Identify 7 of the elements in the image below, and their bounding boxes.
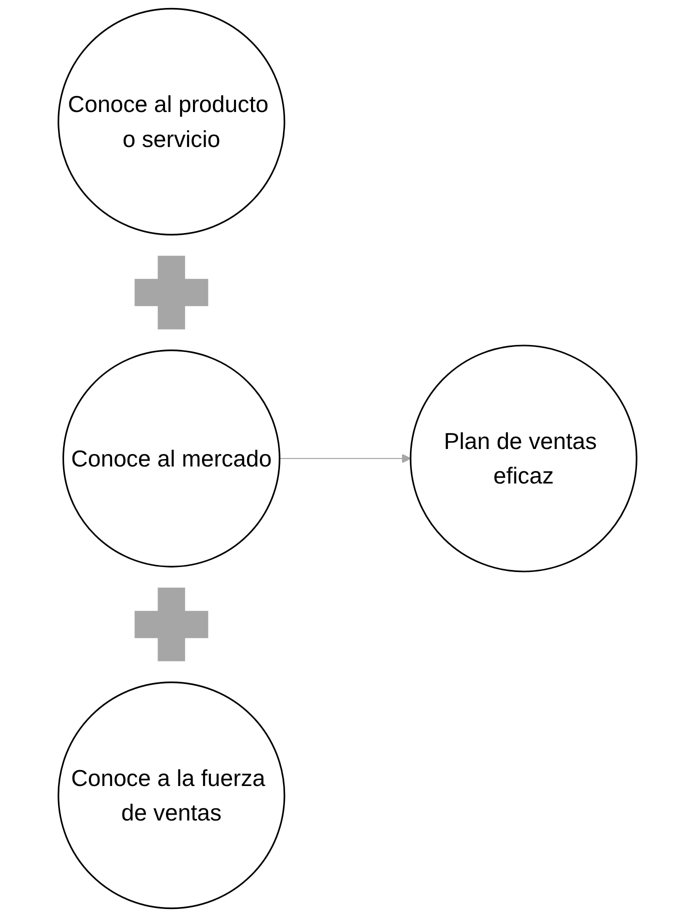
node-plus: [134, 588, 208, 662]
node-circle: Plan de ventas eficaz: [410, 344, 638, 572]
arrow: [280, 454, 411, 464]
node-circle: Conoce al mercado: [62, 350, 280, 568]
node-circle: Conoce a la fuerza de ventas: [58, 682, 286, 910]
node-plus: [134, 256, 208, 330]
node-circle: Conoce al producto o servicio: [58, 8, 286, 236]
